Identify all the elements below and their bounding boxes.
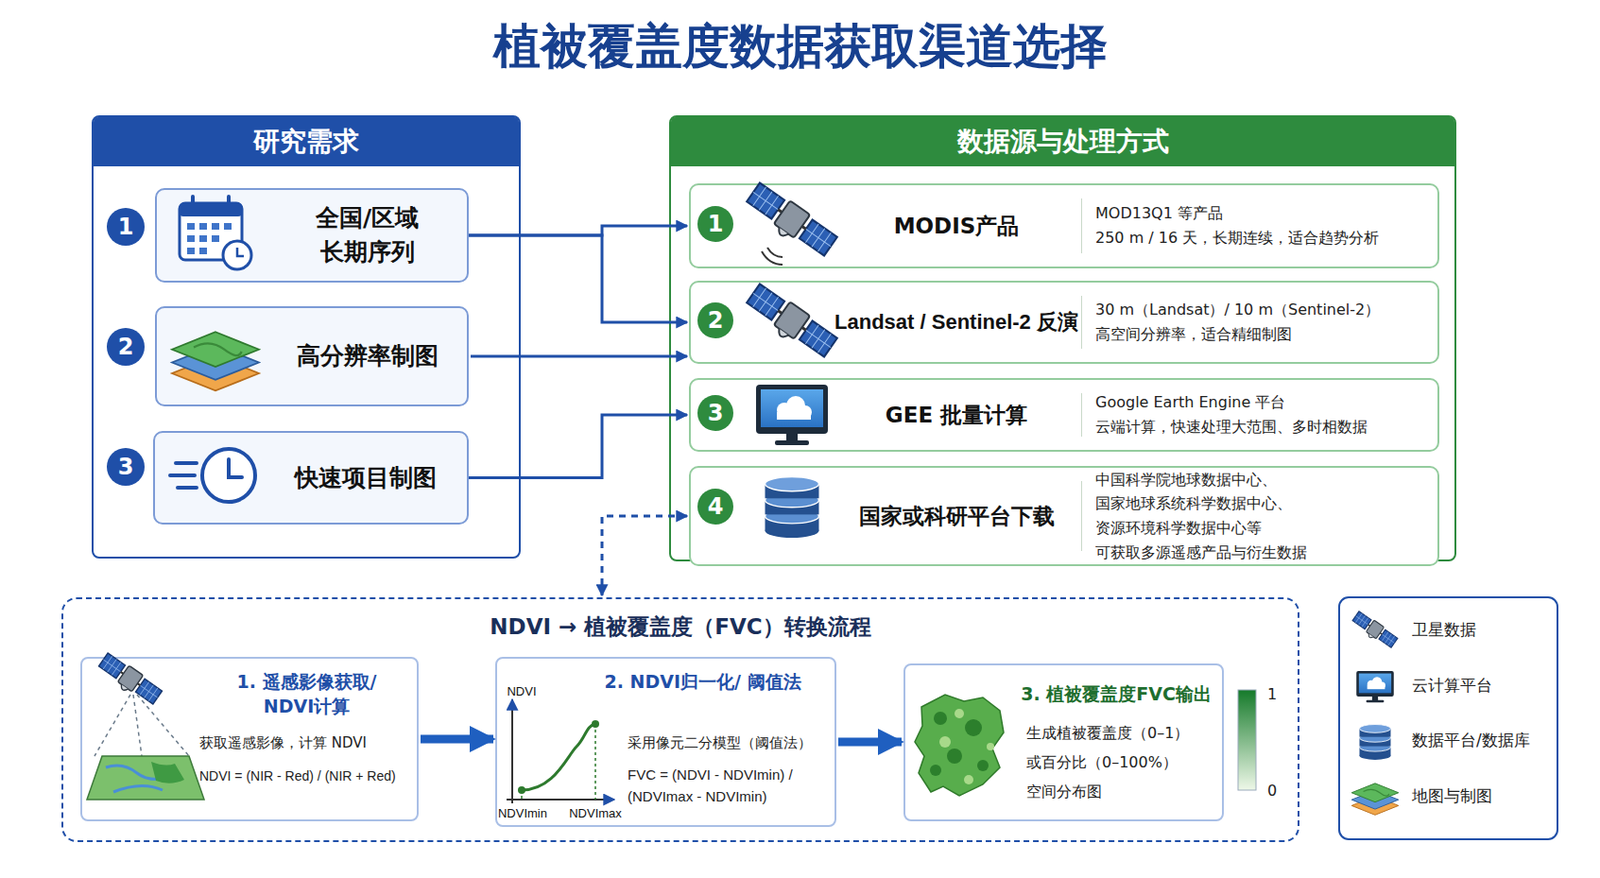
divider xyxy=(1081,198,1083,254)
box-title: 国家或科研平台下载 xyxy=(832,500,1081,532)
process-box: 3. 植被覆盖度FVC输出生成植被覆盖度（0–1） 或百分比（0–100%） 空… xyxy=(903,663,1224,822)
process-box: 30 m（Landsat）/ 10 m（Sentinel-2）高空间分辨率，适合… xyxy=(688,280,1440,364)
title: 植被覆盖度数据获取渠道选择 xyxy=(0,15,1600,79)
callout-number: 2 xyxy=(697,302,734,339)
box-text: 可获取多源遥感产品与衍生数据 xyxy=(1095,540,1436,566)
axis-label: NDVImin xyxy=(493,804,552,822)
callout-number: 1 xyxy=(106,207,145,246)
process-box: MOD13Q1 等产品250 m / 16 天，长期连续，适合趋势分析 MODIS… xyxy=(688,183,1440,269)
legend-text: 地图与制图 xyxy=(1411,785,1554,808)
divider xyxy=(1081,393,1083,437)
process-box: 2. NDVI归一化/ 阈值法采用像元二分模型（阈值法） FVC = (NDVI … xyxy=(495,656,837,827)
box-text: MOD13Q1 等产品 xyxy=(1095,201,1436,226)
box-title: 全国/区域 长期序列 xyxy=(270,201,465,271)
detail-column: MOD13Q1 等产品250 m / 16 天，长期连续，适合趋势分析 xyxy=(1095,189,1436,263)
arrow-connector xyxy=(838,738,902,747)
process-box: 高分辨率制图 xyxy=(154,306,469,407)
box-title: 数据源与处理方式 xyxy=(670,117,1455,167)
box-title: Landsat / Sentinel-2 反演 xyxy=(832,308,1081,338)
box-title: 快速项目制图 xyxy=(268,460,463,495)
callout-number: 4 xyxy=(697,488,734,525)
divider xyxy=(1081,295,1083,349)
arrow-connector xyxy=(420,735,494,744)
process-box: 全国/区域 长期序列 xyxy=(154,188,469,283)
box-text: 云端计算，快速处理大范围、多时相数据 xyxy=(1095,414,1436,440)
box-title: 高分辨率制图 xyxy=(270,339,465,374)
callout-number: 2 xyxy=(106,327,145,366)
box-title: 1. 遥感影像获取/ NDVI计算 xyxy=(209,670,404,719)
divider xyxy=(1081,481,1083,551)
box-text: 中国科学院地球数据中心、国家地球系统科学数据中心、资源环境科学数据中心等 xyxy=(1095,467,1436,541)
callout-number: 3 xyxy=(106,447,145,486)
scale-label: 0 xyxy=(1262,780,1282,800)
box-text: 高空间分辨率，适合精细制图 xyxy=(1095,322,1436,347)
panel: 研究需求全国/区域 长期序列高分辨率制图快速项目制图 xyxy=(91,115,521,559)
panel: NDVI → 植被覆盖度（FVC）转换流程 1. 遥感影像获取/ NDVI计算获取… xyxy=(61,597,1300,843)
detail-column: Google Earth Engine 平台云端计算，快速处理大范围、多时相数据 xyxy=(1095,383,1436,447)
detail-column: 中国科学院地球数据中心、国家地球系统科学数据中心、资源环境科学数据中心等可获取多… xyxy=(1095,471,1436,561)
legend-text: 云计算平台 xyxy=(1411,674,1554,697)
box-text: 获取遥感影像，计算 NDVI xyxy=(199,734,415,753)
axis-label: NDVImax xyxy=(565,804,626,822)
box-text: NDVI = (NIR - Red) / (NIR + Red) xyxy=(199,768,415,784)
panel: 数据源与处理方式 MOD13Q1 等产品250 m / 16 天，长期连续，适合趋… xyxy=(669,115,1457,562)
box-title: 3. 植被覆盖度FVC输出 xyxy=(1011,682,1222,707)
box-title: MODIS产品 xyxy=(832,210,1081,241)
process-box: 中国科学院地球数据中心、国家地球系统科学数据中心、资源环境科学数据中心等可获取多… xyxy=(688,465,1440,567)
box-title: NDVI → 植被覆盖度（FVC）转换流程 xyxy=(63,612,1298,642)
box-title: 2. NDVI归一化/ 阈值法 xyxy=(601,670,805,695)
legend-text: 卫星数据 xyxy=(1411,619,1554,641)
box-text: 30 m（Landsat）/ 10 m（Sentinel-2） xyxy=(1095,297,1436,323)
process-box: 1. 遥感影像获取/ NDVI计算获取遥感影像，计算 NDVI NDVI = (N… xyxy=(80,656,419,822)
box-title: 研究需求 xyxy=(93,117,519,167)
box-text: FVC = (NDVI - NDVImin) / (NDVImax - NDVI… xyxy=(627,764,834,808)
detail-column: 30 m（Landsat）/ 10 m（Sentinel-2）高空间分辨率，适合… xyxy=(1095,286,1436,359)
callout-number: 3 xyxy=(697,395,734,431)
callout-number: 1 xyxy=(697,206,734,242)
scale-label: 1 xyxy=(1262,684,1282,704)
box-title: GEE 批量计算 xyxy=(832,399,1081,431)
axis-label: NDVI xyxy=(498,682,546,700)
box-text: 生成植被覆盖度（0–1） 或百分比（0–100%） 空间分布图 xyxy=(1026,718,1221,808)
process-box: 快速项目制图 xyxy=(153,430,469,525)
box-text: Google Earth Engine 平台 xyxy=(1095,390,1436,415)
process-box: Google Earth Engine 平台云端计算，快速处理大范围、多时相数据… xyxy=(688,378,1440,452)
box-text: 采用像元二分模型（阈值法） xyxy=(627,734,834,753)
box-text: 250 m / 16 天，长期连续，适合趋势分析 xyxy=(1095,225,1436,251)
legend-text: 数据平台/数据库 xyxy=(1411,729,1554,752)
